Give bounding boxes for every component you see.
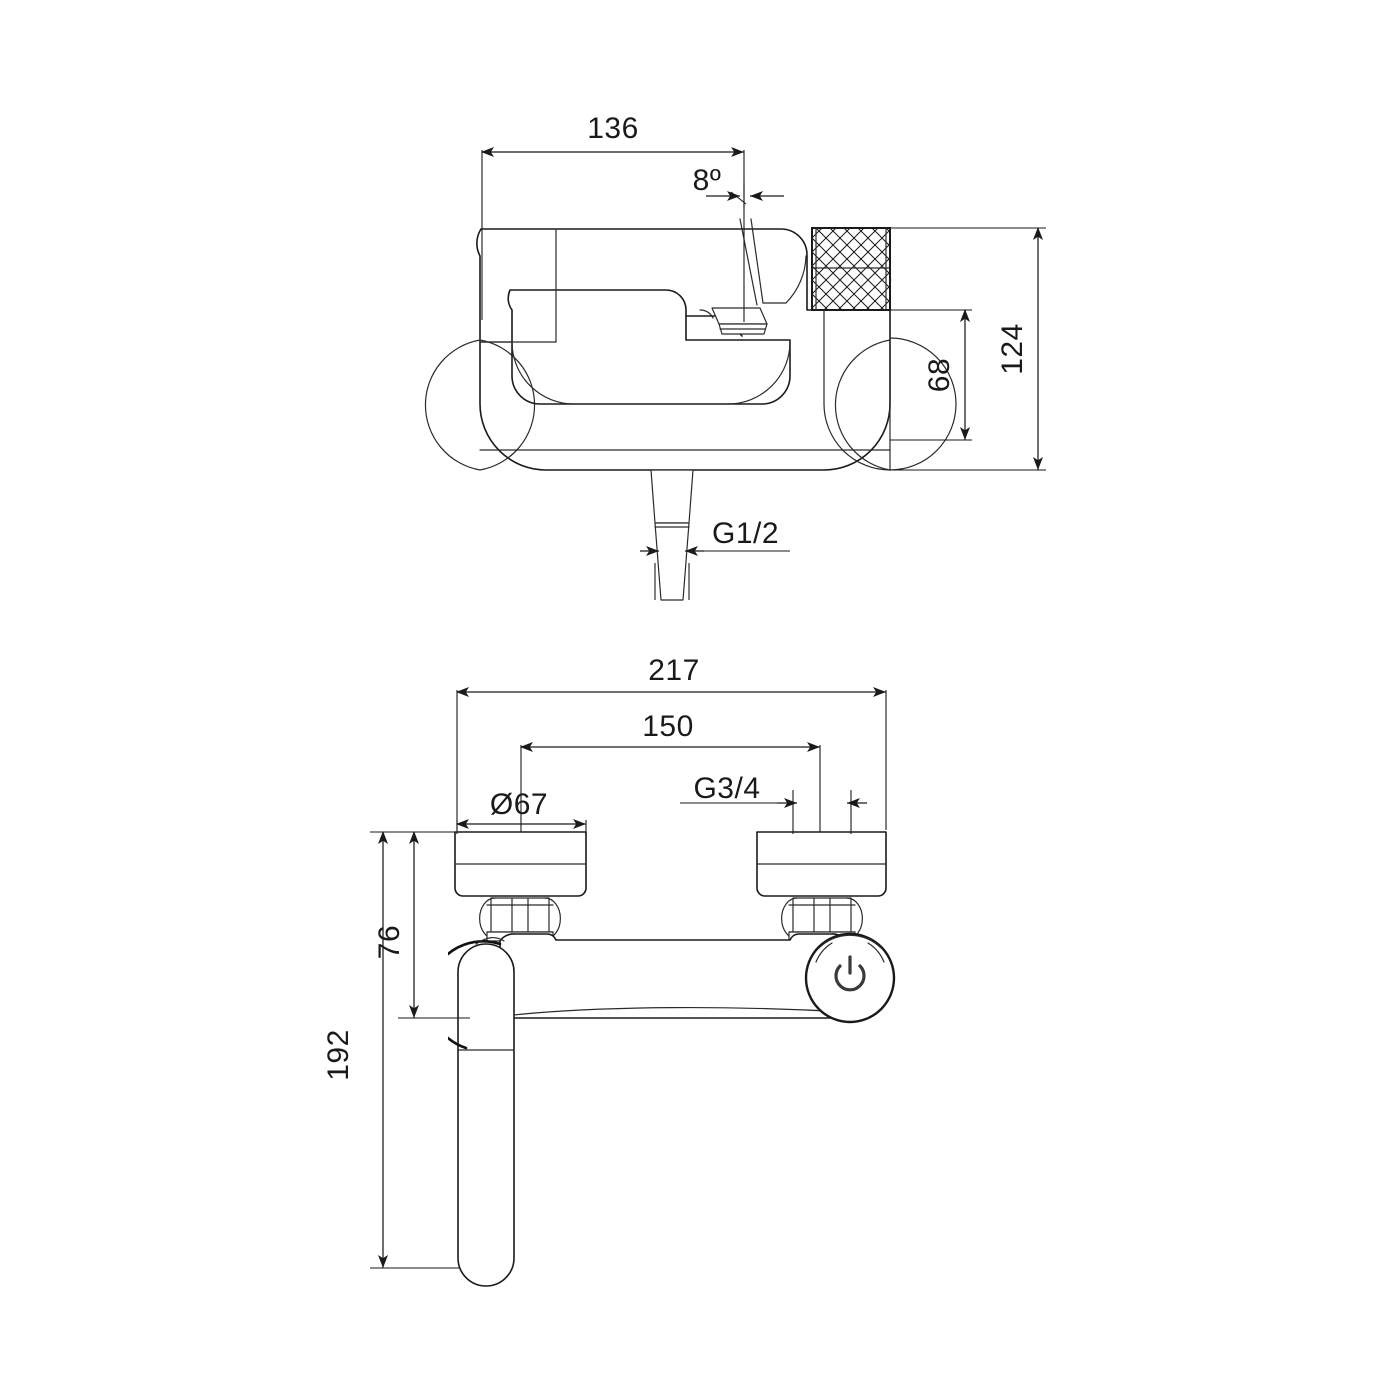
side-view-geometry xyxy=(424,218,957,601)
control-knob[interactable] xyxy=(804,932,896,1024)
dim-label-d67: Ø67 xyxy=(490,788,548,821)
dim-label-68: 68 xyxy=(923,358,956,392)
dim-label-76: 76 xyxy=(373,925,406,959)
dim-label-124: 124 xyxy=(996,323,1029,375)
dim-label-136: 136 xyxy=(587,112,639,145)
dim-label-192: 192 xyxy=(322,1029,355,1081)
dim-label-g34: G3/4 xyxy=(693,772,760,805)
lever-handle xyxy=(448,937,515,1287)
dim-label-217: 217 xyxy=(648,654,700,687)
power-symbol-icon xyxy=(834,955,866,992)
front-view-geometry xyxy=(448,831,896,1287)
front-view-dimensions xyxy=(370,687,887,1269)
dim-label-8deg: 8º xyxy=(693,164,722,197)
dim-label-150: 150 xyxy=(642,710,694,743)
dim-label-g12: G1/2 xyxy=(712,517,779,550)
side-view-dimensions xyxy=(481,147,1046,600)
